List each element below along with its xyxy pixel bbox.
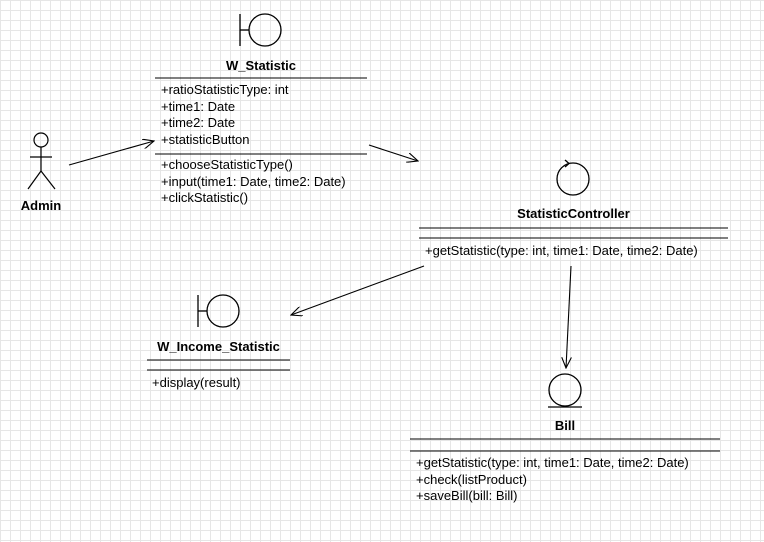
arrow-w-statistic-to-controller bbox=[368, 144, 418, 161]
w-statistic-class-name: W_Statistic bbox=[225, 58, 297, 73]
w-statistic-operation: +input(time1: Date, time2: Date) bbox=[161, 173, 346, 189]
statistic-controller-control-icon bbox=[556, 159, 590, 196]
arrow-controller-to-w-income-statistic bbox=[291, 265, 425, 315]
bill-operation: +check(listProduct) bbox=[416, 471, 527, 487]
w-income-statistic-boundary-icon bbox=[197, 294, 240, 328]
bill-operation: +getStatistic(type: int, time1: Date, ti… bbox=[416, 455, 689, 470]
w-statistic-attribute: +time1: Date bbox=[161, 98, 236, 114]
w-statistic-attribute: +ratioStatisticType: int bbox=[161, 82, 289, 97]
arrow-controller-to-bill bbox=[566, 265, 572, 368]
w-statistic-attribute: +time2: Date bbox=[161, 115, 236, 130]
bill-entity-icon bbox=[548, 373, 582, 408]
w-statistic-boundary-icon bbox=[239, 13, 282, 47]
bill-operation: +saveBill(bill: Bill) bbox=[416, 488, 518, 503]
w-statistic-operation: +chooseStatisticType() bbox=[161, 157, 293, 172]
statistic-controller-class-name: StatisticController bbox=[517, 206, 630, 221]
statistic-controller-operation: +getStatistic(type: int, time1: Date, ti… bbox=[425, 243, 698, 258]
admin-actor-icon bbox=[27, 132, 56, 190]
w-statistic-attribute: +statisticButton bbox=[161, 131, 250, 147]
arrow-admin-to-w-statistic bbox=[68, 141, 154, 166]
bill-class-name: Bill bbox=[554, 418, 576, 433]
w-income-statistic-class-name: W_Income_Statistic bbox=[157, 339, 280, 354]
w-statistic-operation: +clickStatistic() bbox=[161, 190, 249, 205]
w-income-statistic-operation: +display(result) bbox=[152, 375, 241, 390]
admin-actor-label: Admin bbox=[20, 198, 62, 213]
